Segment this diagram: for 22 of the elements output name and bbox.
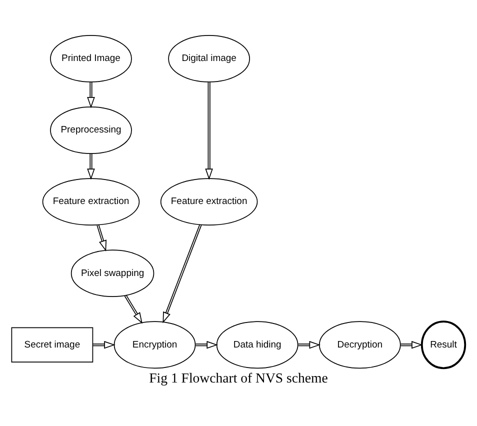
node-ellipse: Feature extraction [160, 178, 258, 226]
caption: Fig 1 Flowchart of NVS scheme [149, 370, 328, 386]
arrow [195, 340, 218, 349]
node-ellipse: Printed Image [50, 35, 132, 82]
arrow [96, 224, 107, 252]
node-ellipse: Feature extraction [42, 178, 140, 226]
node-ellipse: Digital image [168, 35, 250, 82]
node-ellipse: Pixel swapping [70, 250, 154, 298]
arrow [298, 340, 320, 349]
node-circle: Result [420, 320, 466, 370]
node-ellipse: Preprocessing [50, 106, 132, 154]
arrow [205, 82, 213, 180]
node-ellipse: Encryption [114, 321, 196, 369]
node-ellipse: Data hiding [216, 321, 298, 369]
arrow [87, 153, 95, 180]
arrow [400, 340, 423, 349]
arrow [124, 294, 142, 324]
node-box: Secret image [11, 327, 94, 363]
arrow [87, 82, 95, 108]
arrow [162, 224, 202, 324]
node-ellipse: Decryption [318, 321, 401, 369]
arrow [92, 340, 116, 349]
